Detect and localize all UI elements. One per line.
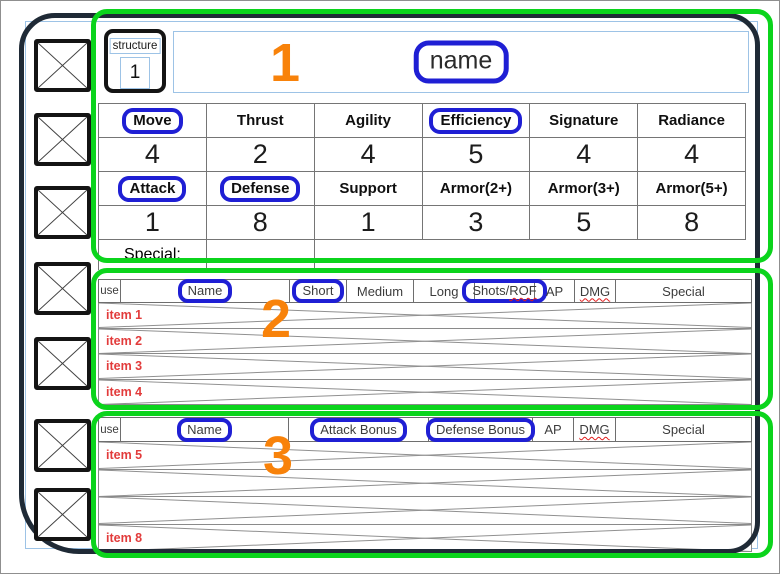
name-value[interactable]: name xyxy=(413,40,509,84)
damage-checkbox[interactable] xyxy=(34,488,91,541)
stat-header-agility: Agility xyxy=(314,104,423,138)
x-mark-icon xyxy=(38,423,87,468)
damage-checkbox[interactable] xyxy=(34,419,91,472)
col-ap: AP xyxy=(535,280,575,302)
card-border xyxy=(19,13,760,554)
ranged-table-header: use Name Short Medium Long Shots/ROF AP … xyxy=(98,279,752,303)
stat-value-signature[interactable]: 4 xyxy=(530,138,639,172)
annotation-number-1: 1 xyxy=(270,33,301,93)
col-dmg: DMG xyxy=(575,280,616,302)
crossed-out-lines xyxy=(99,525,751,552)
x-mark-icon xyxy=(38,492,87,537)
crossed-out-lines xyxy=(99,442,751,469)
damage-checkbox[interactable] xyxy=(34,186,91,239)
item-label: item 4 xyxy=(106,384,143,399)
stat-header-defense: Defense xyxy=(206,172,315,206)
damage-checkbox[interactable] xyxy=(34,262,91,315)
melee-table-header: use Name Attack Bonus Defense Bonus AP D… xyxy=(98,417,752,442)
stat-value-efficiency[interactable]: 5 xyxy=(422,138,531,172)
move-highlight: Move xyxy=(122,107,183,134)
stat-header-efficiency: Efficiency xyxy=(422,104,531,138)
crossed-out-lines xyxy=(99,303,751,328)
efficiency-highlight: Efficiency xyxy=(429,107,523,134)
stat-header-move: Move xyxy=(99,104,207,138)
x-mark-icon xyxy=(38,117,87,162)
weapon-row[interactable]: item 3 xyxy=(98,354,752,380)
item-label: item 3 xyxy=(106,359,143,374)
shots-col-highlight: Shots/ROF xyxy=(462,279,547,303)
stat-value-support[interactable]: 1 xyxy=(314,206,423,240)
stat-value-defense[interactable]: 8 xyxy=(206,206,315,240)
crossed-out-lines xyxy=(99,470,751,497)
defense-bonus-highlight: Defense Bonus xyxy=(426,417,535,442)
structure-box: structure 1 xyxy=(104,29,166,93)
crossed-out-lines xyxy=(99,354,751,379)
weapon-row[interactable]: item 2 xyxy=(98,328,752,354)
ranged-weapons-table: use Name Short Medium Long Shots/ROF AP … xyxy=(98,279,752,405)
col-ap: AP xyxy=(533,418,574,441)
col-special: Special xyxy=(662,422,705,437)
crossed-out-lines xyxy=(99,380,751,405)
item-label: item 1 xyxy=(106,308,143,323)
col-shots-rof: Shots/ROF xyxy=(462,279,547,303)
col-medium: Medium xyxy=(347,280,414,302)
stats-table: Move Thrust Agility Efficiency Signature… xyxy=(98,103,746,270)
stat-value-armor2[interactable]: 3 xyxy=(422,206,531,240)
col-long: Long xyxy=(414,280,475,302)
special-cell[interactable] xyxy=(207,240,315,270)
item-row[interactable] xyxy=(98,469,752,497)
stat-header-armor3: Armor(3+) xyxy=(530,172,639,206)
stat-value-armor3[interactable]: 5 xyxy=(530,206,639,240)
crossed-out-lines xyxy=(99,329,751,354)
x-mark-icon xyxy=(38,266,87,311)
item-label: item 5 xyxy=(106,448,143,463)
col-use: use xyxy=(99,418,121,441)
name-col-highlight: Name xyxy=(177,279,233,303)
weapon-row[interactable]: item 4 xyxy=(98,379,752,405)
stat-header-armor5: Armor(5+) xyxy=(638,172,746,206)
damage-checkbox[interactable] xyxy=(34,113,91,166)
name-field[interactable]: 1 name xyxy=(173,31,749,93)
x-mark-icon xyxy=(38,43,87,88)
stat-header-signature: Signature xyxy=(530,104,639,138)
col-defense-bonus: Defense Bonus xyxy=(426,417,535,442)
stat-value-attack[interactable]: 1 xyxy=(99,206,207,240)
stat-value-move[interactable]: 4 xyxy=(99,138,207,172)
structure-label: structure xyxy=(109,38,161,54)
item-row[interactable]: item 5 xyxy=(98,442,752,470)
name-col-highlight: Name xyxy=(177,417,232,442)
col-dmg: DMG xyxy=(574,418,616,441)
structure-value[interactable]: 1 xyxy=(120,57,150,89)
annotation-number-2: 2 xyxy=(261,289,292,349)
defense-highlight: Defense xyxy=(220,175,301,202)
melee-weapons-table: use Name Attack Bonus Defense Bonus AP D… xyxy=(98,417,752,552)
col-special: Special xyxy=(662,283,705,299)
weapon-row[interactable]: item 1 xyxy=(98,303,752,329)
stat-value-radiance[interactable]: 4 xyxy=(638,138,746,172)
x-mark-icon xyxy=(38,341,87,386)
col-short: Short xyxy=(290,279,347,303)
short-col-highlight: Short xyxy=(292,279,344,303)
damage-checkbox[interactable] xyxy=(34,337,91,390)
damage-checkbox[interactable] xyxy=(34,39,91,92)
stat-header-radiance: Radiance xyxy=(638,104,746,138)
item-label: item 2 xyxy=(106,333,143,348)
item-label: item 8 xyxy=(106,530,143,545)
annotation-number-3: 3 xyxy=(263,426,294,486)
stat-value-thrust[interactable]: 2 xyxy=(206,138,315,172)
col-name: Name xyxy=(121,279,290,303)
stat-header-attack: Attack xyxy=(99,172,207,206)
x-mark-icon xyxy=(38,190,87,235)
stat-value-armor5[interactable]: 8 xyxy=(638,206,746,240)
stat-header-armor2: Armor(2+) xyxy=(422,172,531,206)
stat-header-thrust: Thrust xyxy=(206,104,315,138)
stat-value-agility[interactable]: 4 xyxy=(314,138,423,172)
attack-bonus-highlight: Attack Bonus xyxy=(310,417,407,442)
col-use: use xyxy=(99,280,121,302)
col-name: Name xyxy=(121,417,289,442)
ranged-table-body: item 1 item 2 item 3 item 4 xyxy=(98,303,752,405)
crossed-out-lines xyxy=(99,497,751,524)
stat-header-support: Support xyxy=(314,172,423,206)
attack-highlight: Attack xyxy=(118,175,187,202)
